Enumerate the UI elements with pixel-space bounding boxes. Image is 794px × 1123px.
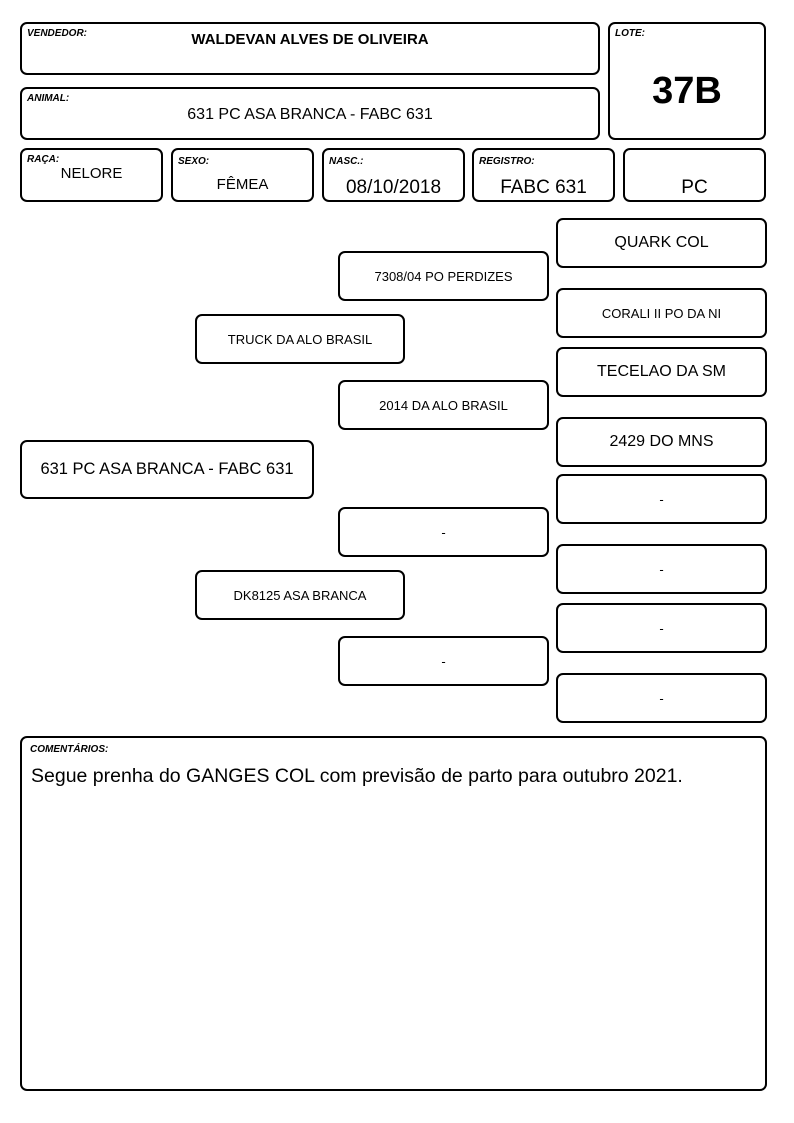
vendedor-box: VENDEDOR: WALDEVAN ALVES DE OLIVEIRA: [20, 22, 600, 75]
pedigree-sire-sire-sire: QUARK COL: [556, 218, 767, 268]
pedigree-animal: 631 PC ASA BRANCA - FABC 631: [20, 440, 314, 499]
lote-value: 37B: [652, 70, 722, 112]
pedigree-dam-sire-dam: -: [556, 544, 767, 594]
vendedor-value: WALDEVAN ALVES DE OLIVEIRA: [191, 31, 429, 48]
comments-label: COMENTÁRIOS:: [30, 744, 109, 755]
raca-label: RAÇA:: [27, 154, 60, 165]
pedigree-sire-sire-dam: CORALI II PO DA NI: [556, 288, 767, 338]
raca-box: RAÇA: NELORE: [20, 148, 163, 202]
raca-value: NELORE: [60, 165, 123, 182]
nasc-label: NASC.:: [329, 156, 364, 167]
pedigree-sire-dam-sire: TECELAO DA SM: [556, 347, 767, 397]
registro-label: REGISTRO:: [479, 156, 535, 167]
sexo-value: FÊMEA: [216, 176, 269, 193]
pedigree-dam: DK8125 ASA BRANCA: [195, 570, 405, 620]
animal-label: ANIMAL:: [27, 93, 70, 104]
animal-value: 631 PC ASA BRANCA - FABC 631: [187, 106, 433, 123]
vendedor-label: VENDEDOR:: [27, 28, 88, 39]
animal-box: ANIMAL: 631 PC ASA BRANCA - FABC 631: [20, 87, 600, 140]
sexo-label: SEXO:: [178, 156, 210, 167]
lote-label: LOTE:: [615, 28, 645, 39]
pedigree-sire-sire: 7308/04 PO PERDIZES: [338, 251, 549, 301]
lote-box: LOTE: 37B: [608, 22, 766, 140]
pedigree-sire-dam-dam: 2429 DO MNS: [556, 417, 767, 467]
nasc-value: 08/10/2018: [345, 177, 442, 198]
pedigree-dam-dam-dam: -: [556, 673, 767, 723]
nasc-box: NASC.: 08/10/2018: [322, 148, 465, 202]
comments-text: Segue prenha do GANGES COL com previsão …: [31, 765, 683, 787]
comments-box: COMENTÁRIOS: Segue prenha do GANGES COL …: [20, 736, 767, 1091]
pedigree-dam-dam: -: [338, 636, 549, 686]
pedigree-dam-sire: -: [338, 507, 549, 557]
pedigree-sire-dam: 2014 DA ALO BRASIL: [338, 380, 549, 430]
registro-value: FABC 631: [500, 177, 587, 198]
sexo-box: SEXO: FÊMEA: [171, 148, 314, 202]
pedigree-dam-dam-sire: -: [556, 603, 767, 653]
registro-box: REGISTRO: FABC 631: [472, 148, 615, 202]
pedigree-sire: TRUCK DA ALO BRASIL: [195, 314, 405, 364]
categoria-box: PC: [623, 148, 766, 202]
pedigree-dam-sire-sire: -: [556, 474, 767, 524]
categoria-value: PC: [681, 177, 708, 198]
